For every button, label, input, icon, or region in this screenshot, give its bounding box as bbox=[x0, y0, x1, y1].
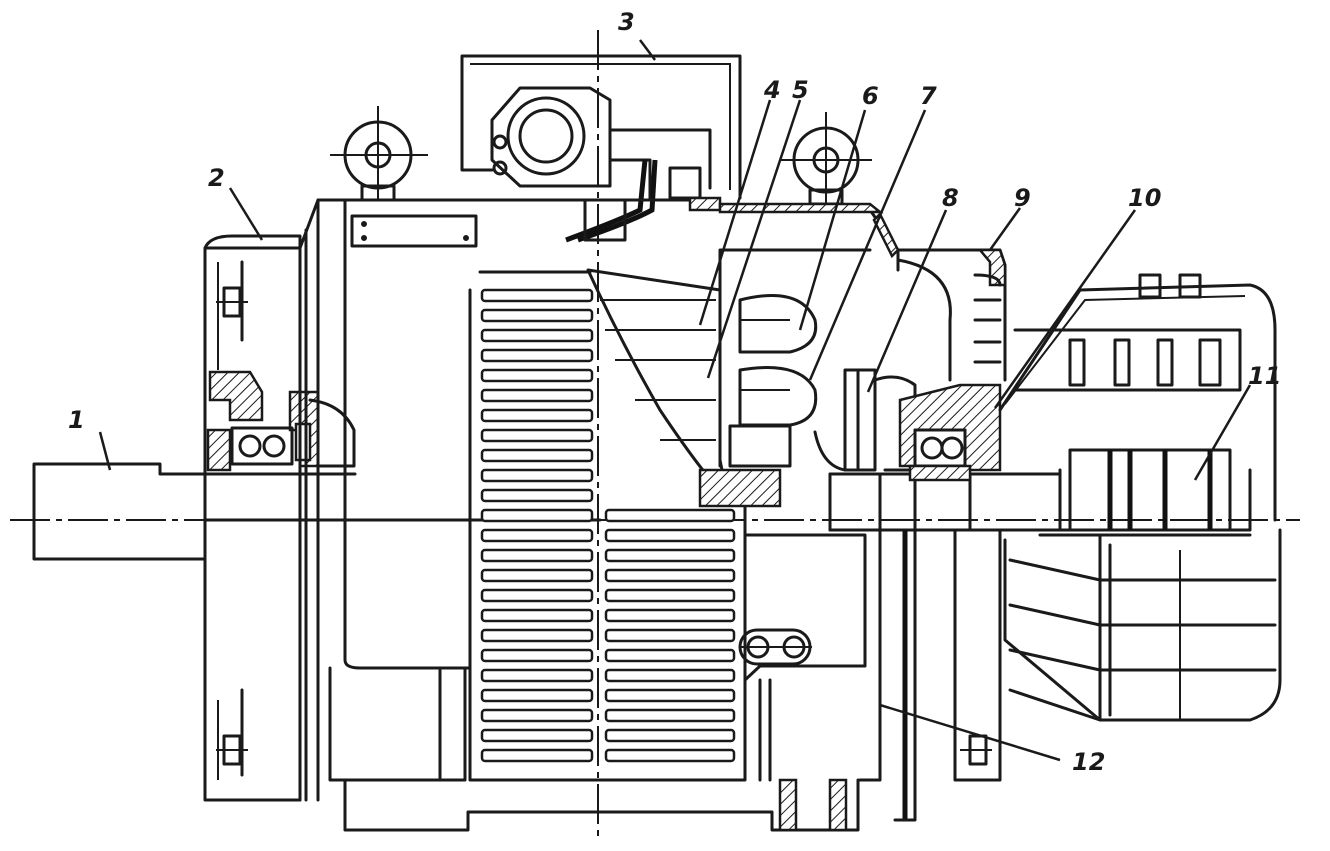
callout-12: 12 bbox=[1072, 748, 1105, 776]
fins-right-stack bbox=[604, 508, 736, 763]
cooling-fin bbox=[480, 528, 594, 543]
callout-8: 8 bbox=[942, 184, 959, 212]
brake-assembly bbox=[998, 273, 1282, 722]
cooling-fin bbox=[604, 708, 736, 723]
callout-3: 3 bbox=[618, 8, 635, 36]
fins-left-stack bbox=[480, 288, 594, 763]
callout-11: 11 bbox=[1248, 362, 1281, 390]
cooling-fin bbox=[480, 648, 594, 663]
cooling-fin bbox=[604, 608, 736, 623]
cooling-fin bbox=[480, 548, 594, 563]
cooling-fin bbox=[480, 408, 594, 423]
cooling-fin bbox=[480, 468, 594, 483]
cooling-fin bbox=[480, 708, 594, 723]
lower-frame-right bbox=[738, 528, 1002, 832]
cooling-fin bbox=[604, 588, 736, 603]
cooling-fin bbox=[480, 608, 594, 623]
cooling-fin bbox=[604, 648, 736, 663]
terminal-box bbox=[460, 54, 742, 243]
cooling-fin bbox=[480, 588, 594, 603]
cooling-fin bbox=[480, 308, 594, 323]
cooling-fin bbox=[480, 748, 594, 763]
cooling-fin bbox=[604, 728, 736, 743]
rotor-cutaway bbox=[580, 196, 900, 508]
cooling-fin bbox=[480, 488, 594, 503]
callout-5: 5 bbox=[792, 76, 809, 104]
cooling-fin bbox=[480, 368, 594, 383]
cooling-fin bbox=[604, 628, 736, 643]
cooling-fin bbox=[480, 288, 594, 303]
callout-10: 10 bbox=[1128, 184, 1161, 212]
cooling-fin bbox=[480, 388, 594, 403]
cooling-fin bbox=[604, 508, 736, 523]
callout-1: 1 bbox=[68, 406, 85, 434]
callout-6: 6 bbox=[862, 82, 879, 110]
cooling-fin bbox=[480, 628, 594, 643]
cooling-fin bbox=[480, 688, 594, 703]
cooling-fin bbox=[480, 448, 594, 463]
cooling-fin bbox=[480, 428, 594, 443]
callout-9: 9 bbox=[1014, 184, 1031, 212]
cooling-fin bbox=[480, 328, 594, 343]
cooling-fin bbox=[604, 548, 736, 563]
callout-2: 2 bbox=[208, 164, 225, 192]
right-end-shield bbox=[843, 248, 1007, 482]
left-end-shield bbox=[203, 234, 356, 802]
callout-4: 4 bbox=[763, 76, 781, 104]
cooling-fin bbox=[604, 668, 736, 683]
cooling-fin bbox=[604, 528, 736, 543]
cooling-fin bbox=[480, 668, 594, 683]
cooling-fin bbox=[604, 568, 736, 583]
cooling-fin bbox=[604, 748, 736, 763]
callout-labels: 1 2 3 4 5 6 7 8 9 10 11 12 bbox=[68, 8, 1281, 776]
cooling-fin bbox=[480, 508, 594, 523]
callout-leaders bbox=[98, 39, 1252, 762]
cooling-fin bbox=[604, 688, 736, 703]
callout-7: 7 bbox=[920, 82, 937, 110]
cooling-fin bbox=[480, 568, 594, 583]
cooling-fin bbox=[480, 348, 594, 363]
stator-cooling-fins bbox=[468, 270, 747, 782]
cooling-fin bbox=[480, 728, 594, 743]
